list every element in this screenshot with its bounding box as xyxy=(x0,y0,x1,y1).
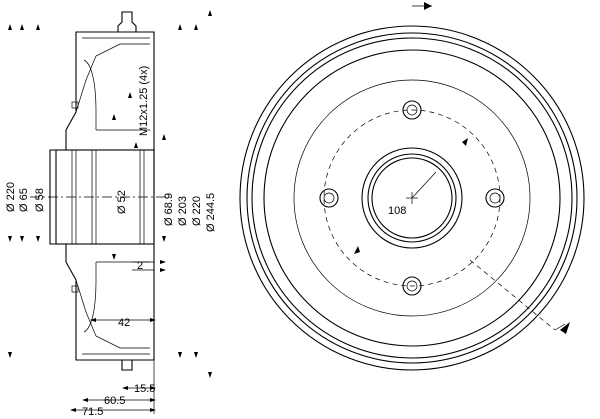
label-thread: M12x1.25 (4x) xyxy=(138,66,150,136)
label-outer-dia: Ø 220 xyxy=(5,182,17,212)
label-pcd: 108 xyxy=(388,205,406,217)
label-pilot-dia: Ø 65 xyxy=(18,188,30,212)
label-inner-drum-dia: Ø 203 xyxy=(177,196,189,226)
label-center-bore-dia: Ø 68.9 xyxy=(163,193,175,226)
label-bore-dia: Ø 52 xyxy=(116,190,128,214)
label-dim-15-5: 15.5 xyxy=(134,383,155,395)
label-braking-dia: Ø 220 xyxy=(191,196,203,226)
label-dim-71-5: 71.5 xyxy=(82,406,103,418)
label-dim-2: 2 xyxy=(137,260,143,272)
label-dim-60-5: 60.5 xyxy=(104,395,125,407)
label-hub-dia: Ø 58 xyxy=(34,188,46,212)
label-overall-dia: Ø 244.5 xyxy=(205,193,217,232)
side-section-view xyxy=(30,11,170,414)
front-view xyxy=(239,2,585,371)
dimension-arrows xyxy=(8,10,212,412)
dimension-labels: Ø 220 Ø 65 Ø 58 Ø 52 M12x1.25 (4x) Ø 68.… xyxy=(5,66,406,418)
label-dim-42: 42 xyxy=(118,317,130,329)
